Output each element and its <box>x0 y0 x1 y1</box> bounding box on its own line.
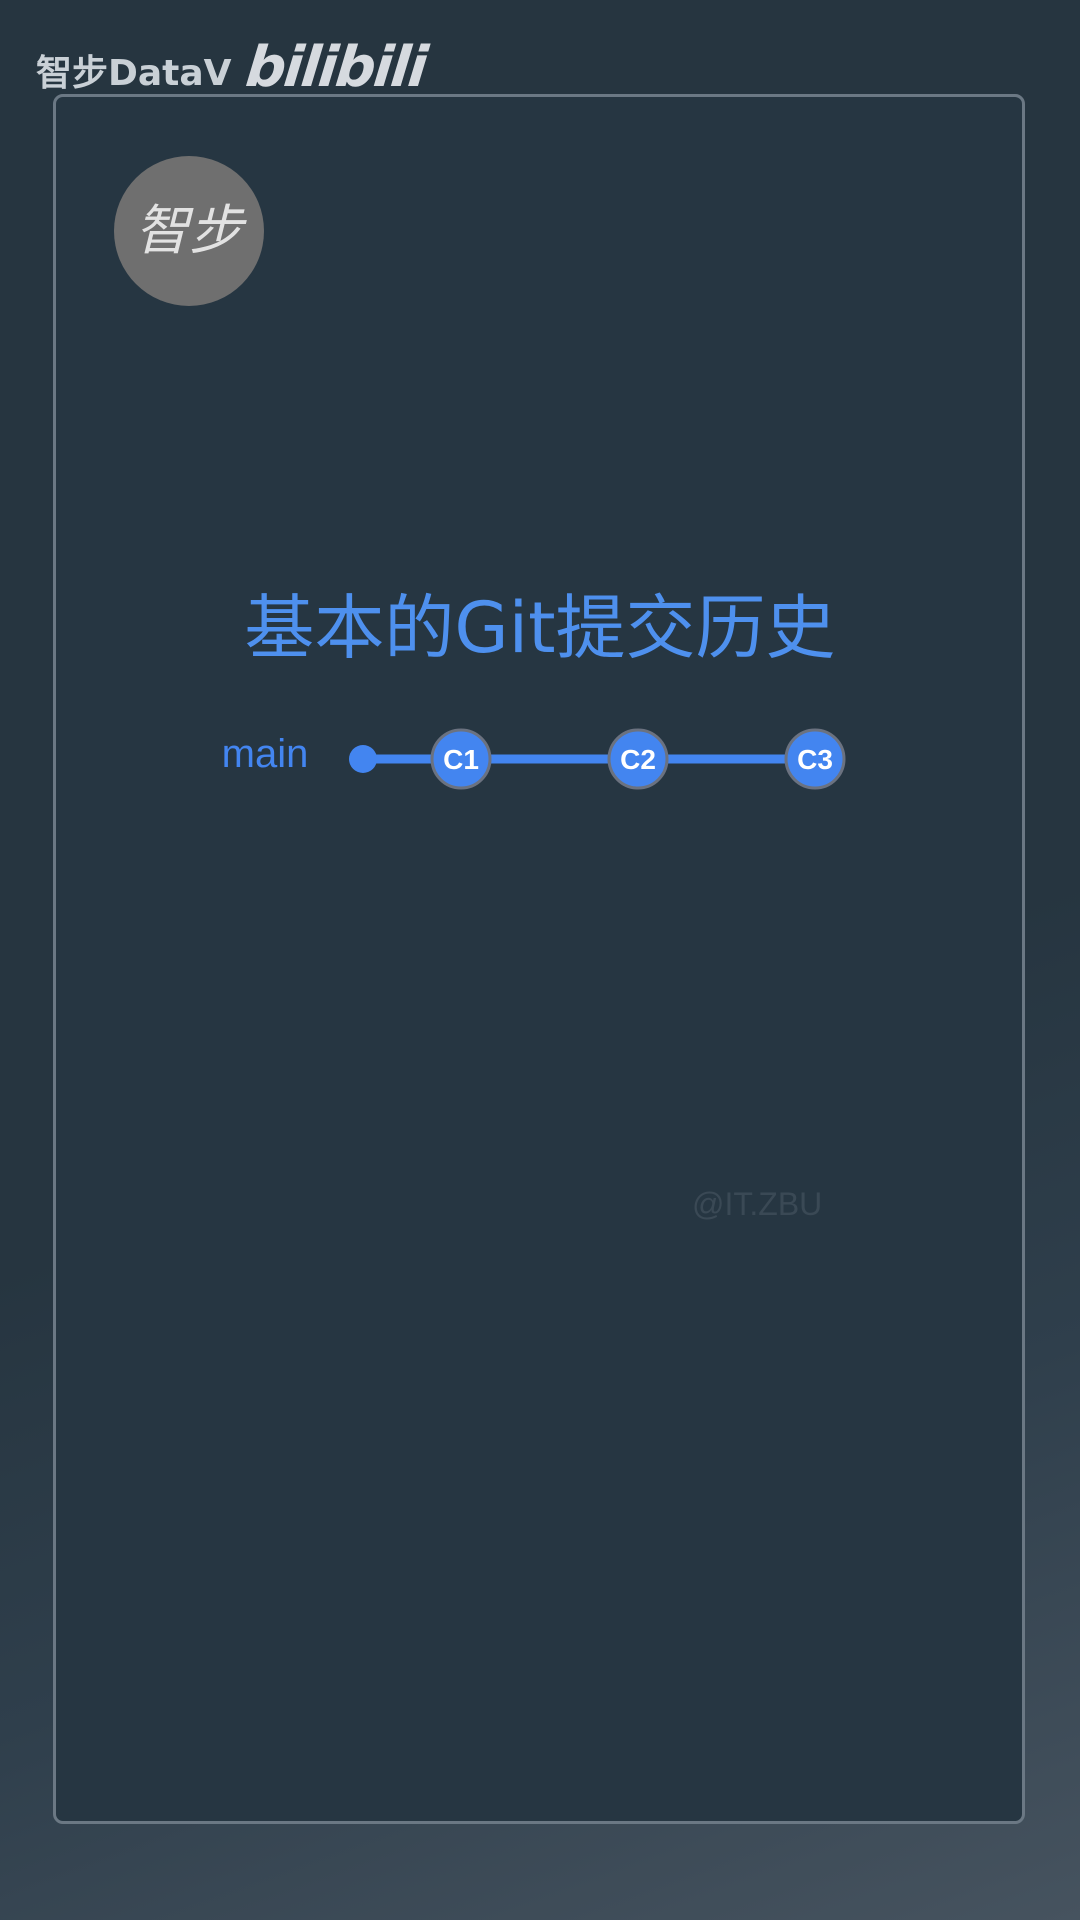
content-panel <box>53 94 1025 1824</box>
avatar-label: 智步 <box>135 199 243 262</box>
brand-header: 智步DataV bilibili <box>36 30 428 100</box>
commit-circle <box>784 728 846 790</box>
commit-node: C2 <box>607 728 669 790</box>
commit-circle <box>430 728 492 790</box>
commit-graph-layer: C1 C2 C3 <box>349 728 846 790</box>
branch-start-dot <box>349 745 377 773</box>
watermark: @IT.ZBU <box>692 1186 823 1222</box>
commit-node: C3 <box>784 728 846 790</box>
branch-label: main <box>222 732 309 776</box>
commit-node: C1 <box>430 728 492 790</box>
commit-circle <box>607 728 669 790</box>
brand-name: 智步DataV <box>36 53 232 94</box>
avatar: 智步 <box>114 156 264 306</box>
commit-label: C3 <box>797 744 833 775</box>
commit-label: C1 <box>443 744 479 775</box>
diagram-title: 基本的Git提交历史 <box>244 587 836 669</box>
commit-label: C2 <box>620 744 656 775</box>
